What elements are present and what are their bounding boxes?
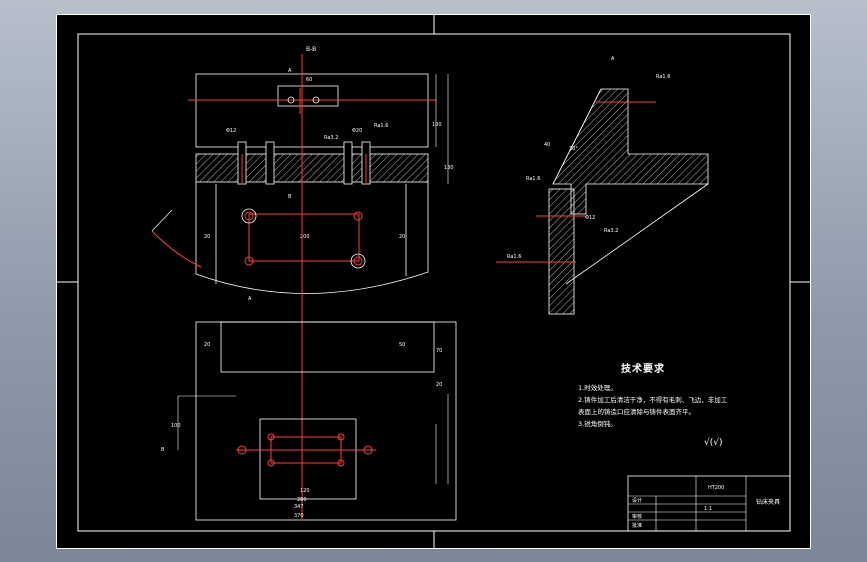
cut-label: A: [248, 296, 252, 302]
roughness-label: Ra1.6: [374, 123, 388, 129]
dim-label: Φ12: [226, 128, 236, 134]
note-line: 1.时效处理。: [578, 384, 617, 392]
dim-label: 20: [204, 234, 210, 240]
cut-label: B: [161, 447, 165, 453]
dim-label: 30°: [569, 146, 578, 152]
roughness-label: Ra3.2: [324, 135, 338, 141]
dim-label: 130: [444, 165, 454, 171]
dim-label: 20: [204, 342, 210, 348]
dim-label: 347: [294, 504, 304, 510]
dim-label: 370: [294, 513, 304, 519]
label-design: 设计: [632, 497, 642, 504]
roughness-label: Ra1.6: [656, 74, 670, 80]
roughness-label: Ra1.6: [507, 254, 521, 260]
dim-label: 200: [300, 234, 310, 240]
dim-label: 120: [300, 488, 310, 494]
dim-label: 20: [399, 234, 405, 240]
roughness-label: Ra1.6: [526, 176, 540, 182]
scale: 1:1: [704, 506, 712, 512]
dim-label: Φ20: [352, 128, 362, 134]
label-check: 审核: [632, 513, 642, 520]
dim-label: 20: [436, 382, 442, 388]
dim-label: 100: [171, 423, 181, 429]
cut-label: A: [288, 68, 292, 74]
bottom-view: 20 50 100 120 280 347 370 70 20 B: [161, 321, 457, 521]
label-approve: 批准: [632, 522, 642, 529]
dim-label: 100: [432, 122, 442, 128]
dim-label: 60: [306, 77, 312, 83]
top-view: B-B: [151, 46, 454, 302]
general-roughness: √(√): [704, 438, 723, 448]
cut-label: B: [288, 194, 292, 200]
dim-label: 40: [544, 142, 550, 148]
drawing-canvas: B-B: [56, 14, 811, 549]
dim-label: 280: [297, 497, 307, 503]
dim-label: 50: [399, 342, 405, 348]
note-line: 2.铸件加工后清洁干净，不得有毛刺、飞边，非加工: [578, 396, 728, 404]
note-line: 3.锐角倒钝。: [578, 420, 617, 428]
outer-frame: [56, 14, 811, 549]
part-name: 钻床夹具: [756, 498, 780, 506]
cut-label: A: [611, 56, 615, 62]
drawing-sheet: B-B: [56, 14, 811, 549]
title-block: 钻床夹具 HT200 1:1 设计 审核 批准: [627, 475, 791, 532]
notes-title: 技术要求: [621, 364, 665, 375]
dim-label: Φ12: [585, 215, 595, 221]
note-line: 表面上的铸造口应清除与铸件表面齐平。: [578, 408, 695, 416]
inner-frame: [77, 33, 791, 532]
material: HT200: [708, 485, 724, 491]
dim-label: 70: [436, 348, 442, 354]
section-mark: B-B: [306, 46, 316, 53]
roughness-label: Ra3.2: [604, 228, 618, 234]
side-view: A Ra1.6 Ra3.2 Ra1.6 Ra1.6 40 30° Φ12: [496, 56, 709, 315]
